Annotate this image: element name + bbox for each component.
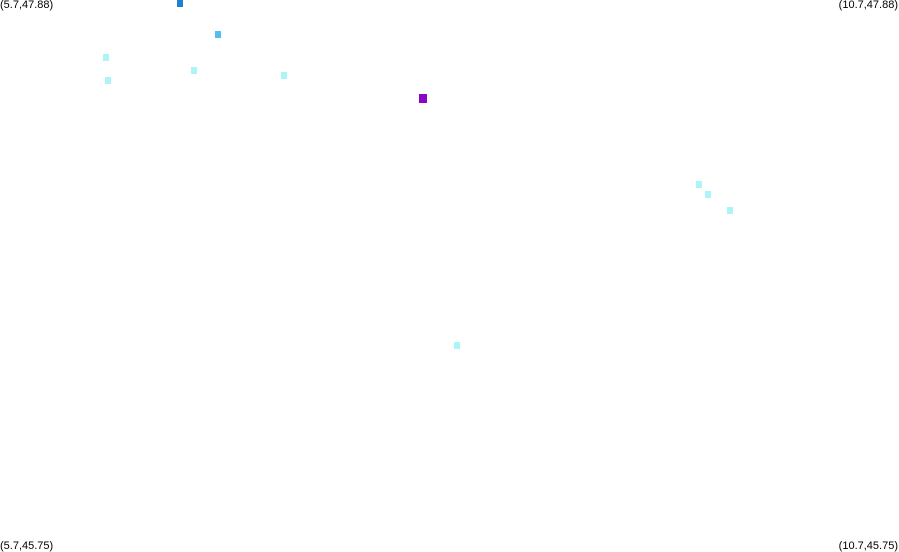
corner-label-top-left: (5.7,47.88) (0, 0, 54, 11)
map-point-marker[interactable] (696, 181, 702, 188)
map-point-marker[interactable] (103, 54, 109, 61)
map-point-marker[interactable] (281, 72, 287, 79)
map-point-marker[interactable] (215, 31, 221, 38)
map-point-marker[interactable] (191, 67, 197, 74)
map-point-marker[interactable] (454, 342, 460, 349)
corner-label-bottom-right: (10.7,45.75) (838, 540, 898, 552)
map-point-marker[interactable] (727, 207, 733, 214)
map-point-marker[interactable] (105, 77, 111, 84)
map-point-marker[interactable] (705, 191, 711, 198)
map-point-marker[interactable] (419, 94, 427, 103)
corner-label-top-right: (10.7,47.88) (838, 0, 898, 11)
map-point-marker[interactable] (177, 0, 183, 7)
corner-label-bottom-left: (5.7,45.75) (0, 540, 54, 552)
